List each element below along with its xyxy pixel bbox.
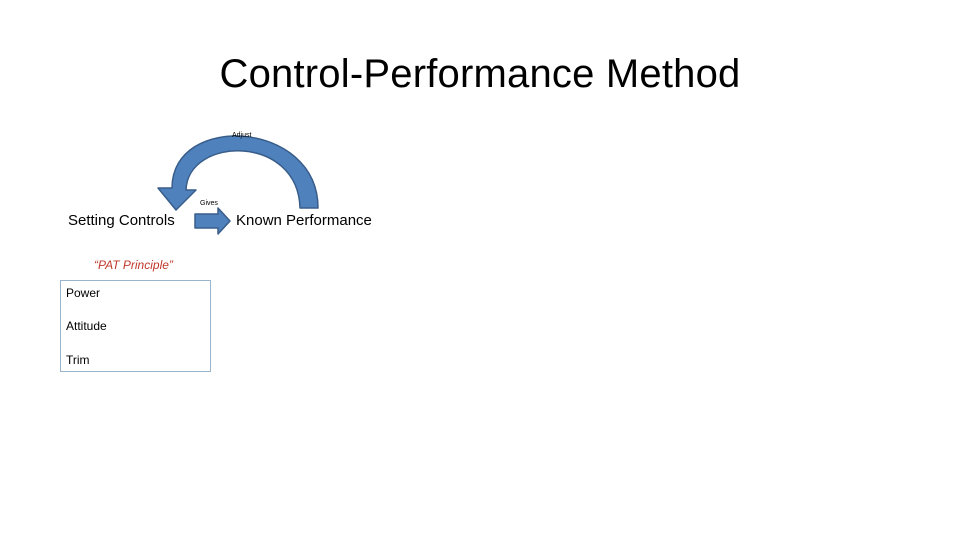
slide-title-text: Control-Performance Method [219,52,741,96]
setting-controls-label: Setting Controls [68,212,175,229]
pat-principle-caption: “PAT Principle” [94,258,173,272]
gives-label: Gives [200,200,218,207]
pat-box: Power Attitude Trim [60,280,211,372]
pat-item-trim: Trim [66,353,90,367]
adjust-label: Adjust [232,132,252,139]
slide-title: Control-Performance Method [0,52,960,97]
pat-item-attitude: Attitude [66,319,107,333]
right-arrow-icon [194,207,231,235]
known-performance-label: Known Performance [236,212,372,229]
curved-arrow-icon [157,135,319,211]
pat-item-power: Power [66,286,101,300]
